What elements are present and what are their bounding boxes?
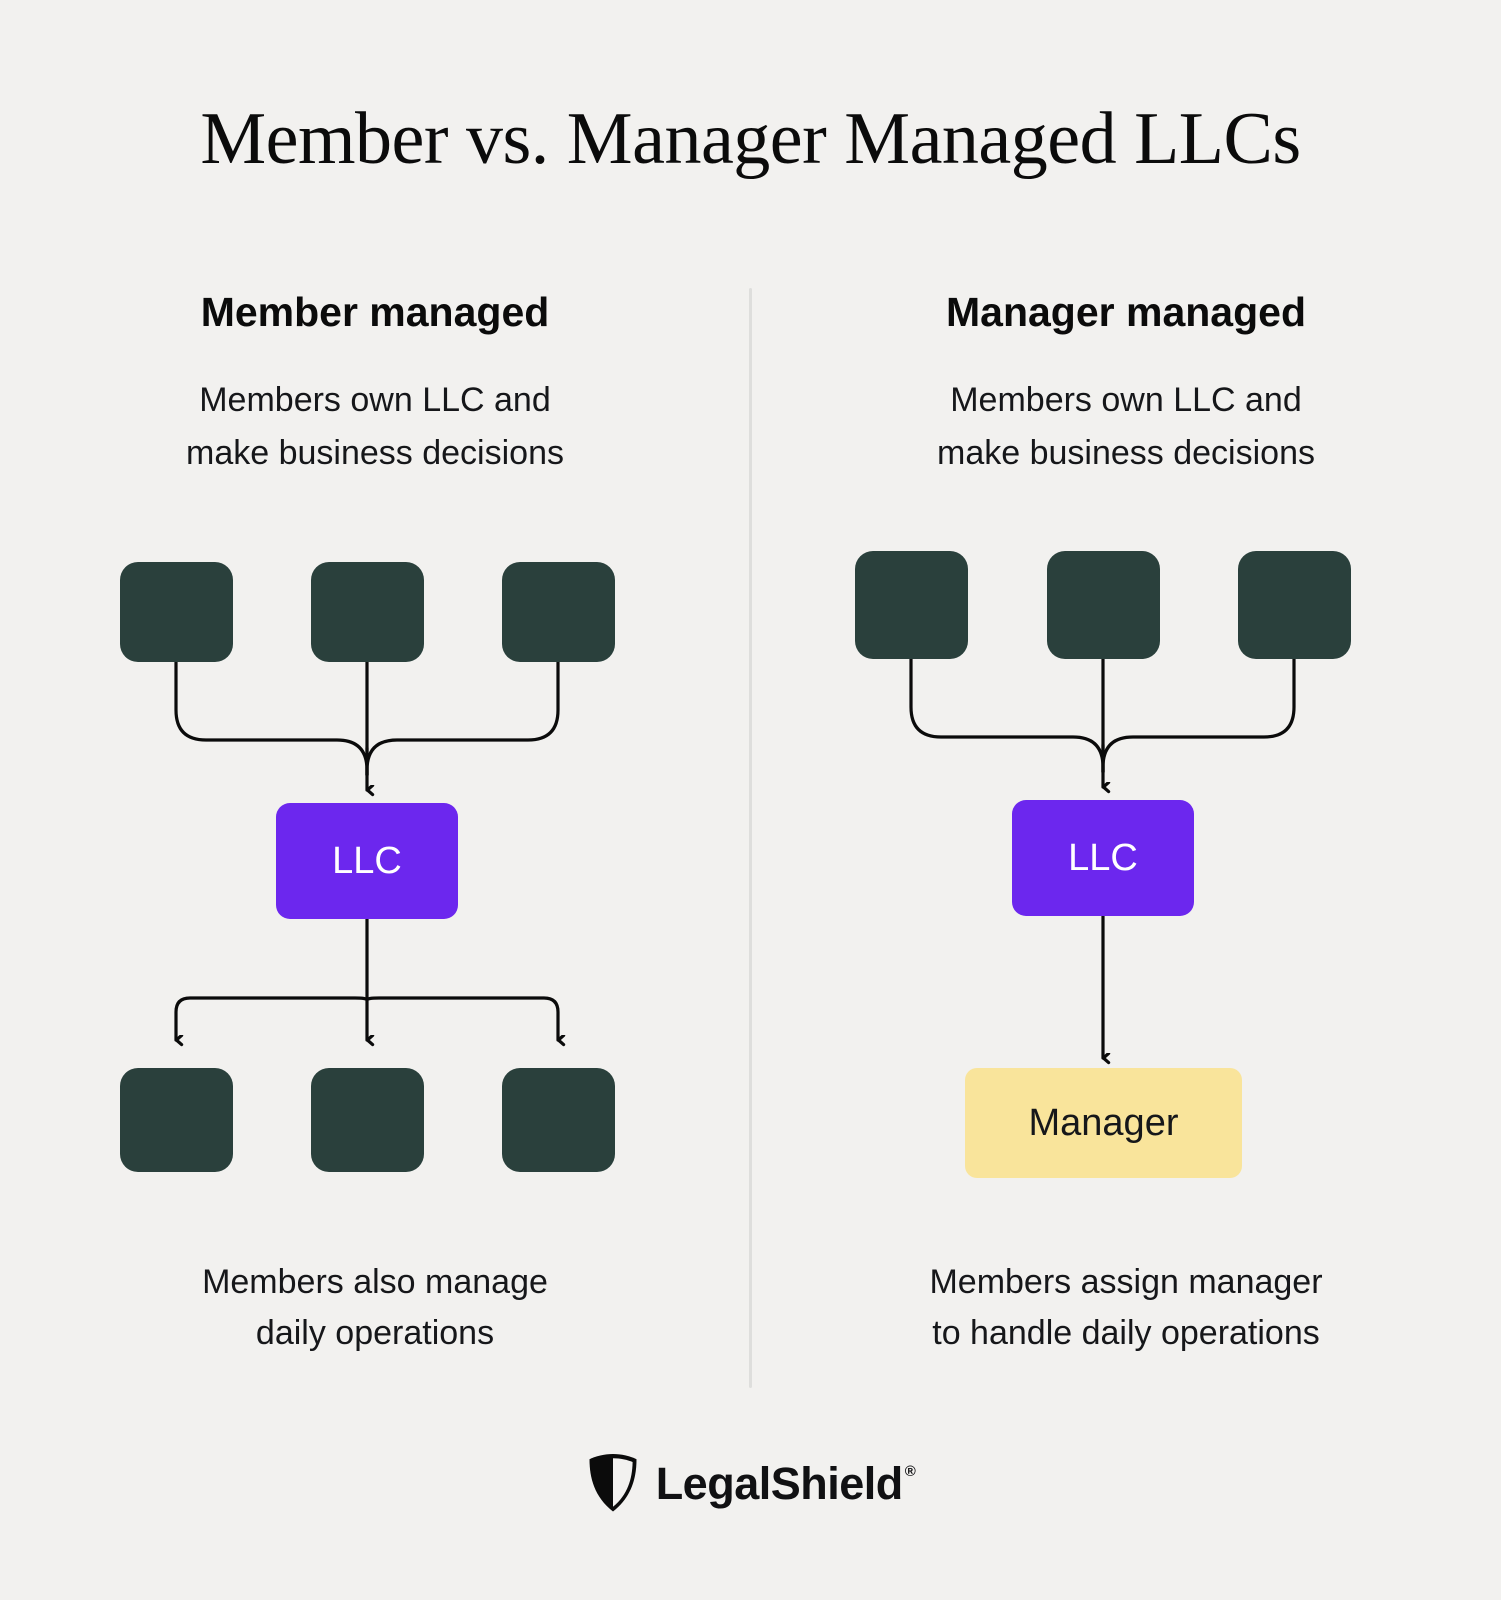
column-caption-top-member: Members own LLC and make business decisi…	[186, 381, 564, 472]
member-box[interactable]	[855, 551, 968, 659]
legalshield-wordmark: LegalShield ®	[656, 1461, 916, 1506]
column-member-managed: Member managed Members own LLC and make …	[0, 0, 750, 1600]
column-heading-member: Member managed	[200, 289, 550, 335]
column-heading-manager: Manager managed	[946, 289, 1306, 335]
column-caption-top-manager: Members own LLC and make business decisi…	[937, 381, 1315, 472]
shield-icon	[589, 1454, 637, 1512]
manager-box[interactable]: Manager	[965, 1068, 1242, 1178]
column-caption-bottom-manager: Members assign manager to handle daily o…	[929, 1263, 1323, 1352]
member-box[interactable]	[120, 1068, 233, 1172]
legalshield-logo: LegalShield ®	[0, 1452, 1501, 1514]
page-title: Member vs. Manager Managed LLCs	[200, 98, 1301, 180]
member-box[interactable]	[1238, 551, 1351, 659]
column-caption-bottom-member: Members also manage daily operations	[202, 1263, 548, 1352]
member-box[interactable]	[1047, 551, 1160, 659]
column-divider	[749, 288, 752, 1388]
brand-name: LegalShield	[655, 1457, 904, 1509]
llc-box[interactable]: LLC	[1012, 800, 1194, 916]
member-box[interactable]	[502, 562, 615, 662]
llc-box[interactable]: LLC	[276, 803, 458, 919]
member-box[interactable]	[502, 1068, 615, 1172]
column-manager-managed: Manager managed Members own LLC and make…	[751, 0, 1501, 1600]
registered-mark: ®	[904, 1462, 916, 1480]
member-box[interactable]	[311, 562, 424, 662]
member-box[interactable]	[120, 562, 233, 662]
member-box[interactable]	[311, 1068, 424, 1172]
